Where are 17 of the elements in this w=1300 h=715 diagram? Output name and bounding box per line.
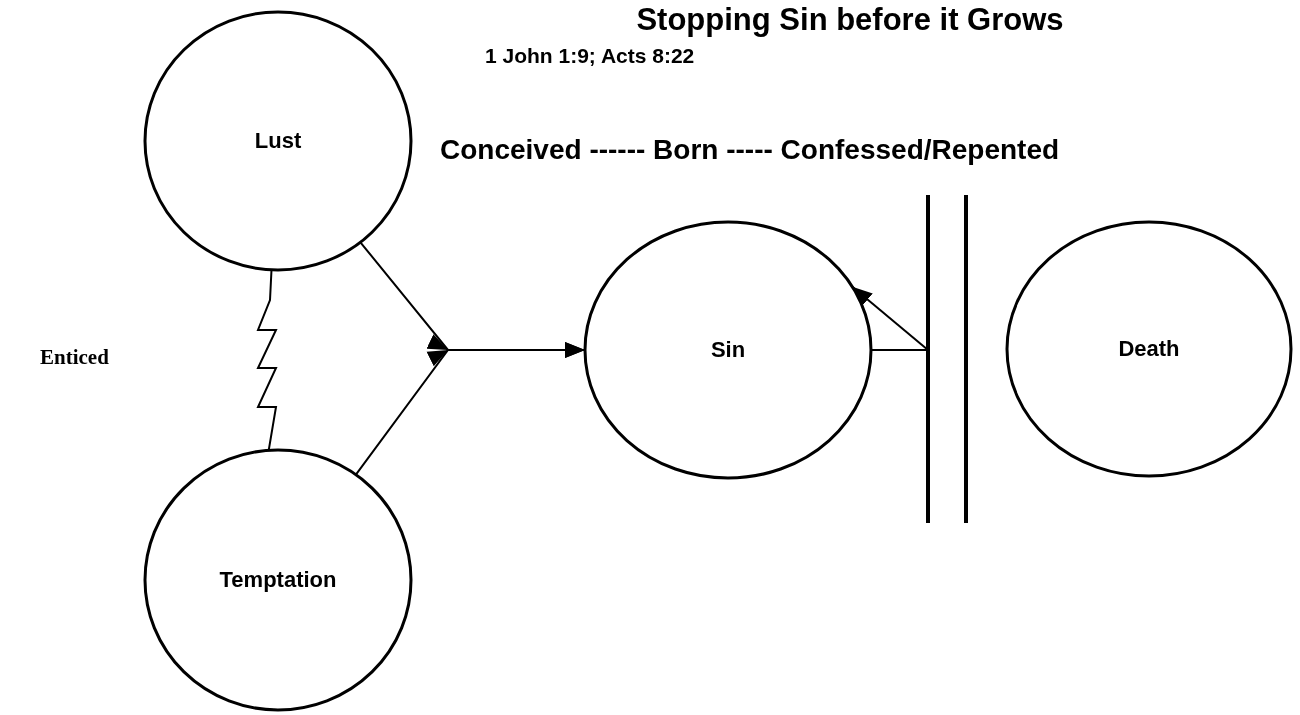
note-label: Enticed: [40, 345, 109, 370]
subtitle: 1 John 1:9; Acts 8:22: [485, 44, 695, 68]
node-label: Lust: [254, 128, 302, 154]
circle-node: [1005, 220, 1293, 478]
title: Stopping Sin before it Grows: [635, 2, 1065, 38]
stage-label: Conceived ------ Born ----- Confessed/Repented: [440, 134, 1060, 166]
circle-node: [143, 448, 413, 712]
node-label: Death: [1118, 336, 1180, 362]
node-label: Sin: [710, 337, 746, 363]
circle-node: [143, 10, 413, 272]
connector-line: [870, 349, 929, 351]
barrier-wall: [924, 195, 970, 523]
connector-line: [256, 268, 278, 452]
circle-node: [583, 220, 873, 480]
node-label: Temptation: [219, 567, 337, 593]
arrow: [354, 342, 586, 476]
arrow: [851, 285, 929, 351]
